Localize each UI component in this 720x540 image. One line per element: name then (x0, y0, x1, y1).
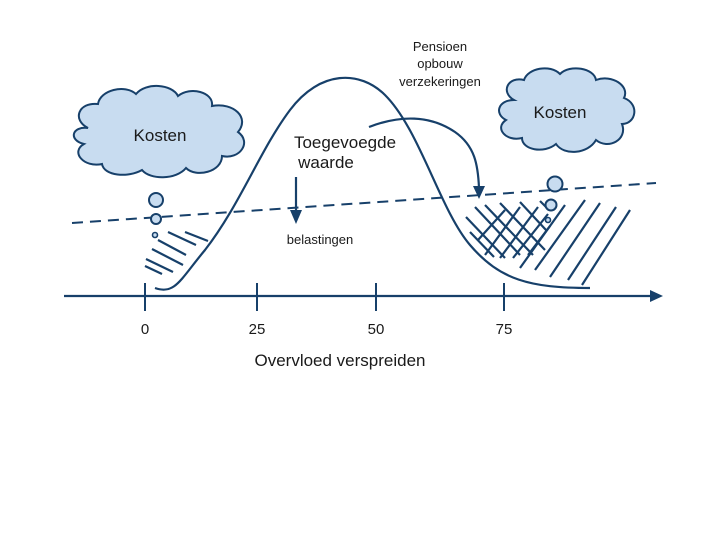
pension-label-line1: Pensioen (413, 39, 467, 54)
right-cost-cloud: Kosten (498, 67, 636, 153)
right-crosshatch (465, 200, 551, 259)
added-value-label-line2: waarde (297, 153, 354, 172)
taxes-arrowhead (290, 210, 302, 224)
taxes-label: belastingen (287, 232, 354, 247)
left-cloud-label: Kosten (134, 126, 187, 145)
right-cloud-label: Kosten (534, 103, 587, 122)
thought-bubble (544, 216, 552, 224)
pension-label-line2: opbouw (417, 56, 463, 71)
thought-bubble (544, 198, 558, 212)
x-axis-title: Overvloed verspreiden (254, 351, 425, 370)
x-tick-label: 75 (496, 321, 513, 338)
thought-bubble (148, 192, 164, 208)
left-cost-hatch (144, 230, 209, 275)
cloud-icon (498, 67, 636, 153)
pension-arrow (368, 117, 481, 189)
x-tick-label: 0 (141, 321, 149, 338)
added-value-label-line1: Toegevoegde (294, 133, 396, 152)
x-tick-label: 50 (368, 321, 385, 338)
x-tick-label: 25 (249, 321, 266, 338)
left-cost-cloud: Kosten (73, 85, 245, 179)
thought-bubble (150, 213, 162, 225)
right-diagonal-hatch (519, 199, 631, 286)
x-axis-arrowhead (650, 290, 663, 302)
pension-arrowhead (473, 186, 485, 199)
value-curve (154, 76, 591, 291)
thought-bubble (151, 231, 159, 239)
cloud-icon (73, 85, 245, 179)
pension-label-line3: verzekeringen (399, 74, 481, 89)
thought-bubble (546, 175, 564, 193)
